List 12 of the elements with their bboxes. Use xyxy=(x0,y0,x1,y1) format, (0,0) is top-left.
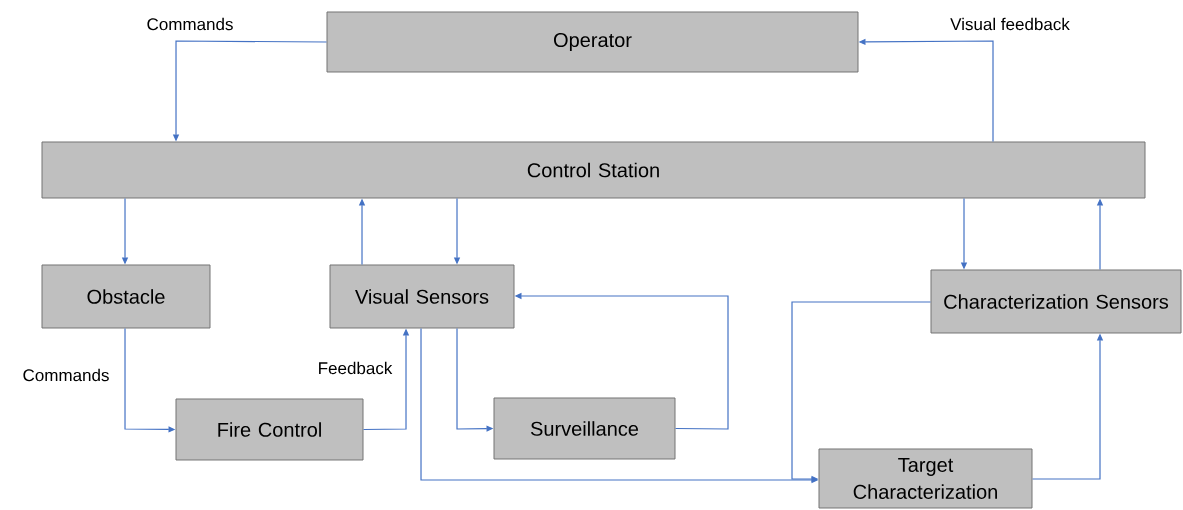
process-box: Fire Control xyxy=(175,398,364,461)
process-box: Operator xyxy=(326,11,859,73)
process-box: Visual Sensors xyxy=(329,264,515,329)
edge-label: Visual feedback xyxy=(949,16,1071,32)
process-box: Surveillance xyxy=(493,397,676,460)
process-box: Obstacle xyxy=(41,264,211,329)
process-box: Target Characterization xyxy=(818,448,1033,509)
edge-label: Feedback xyxy=(316,360,394,376)
process-box: Characterization Sensors xyxy=(930,269,1182,334)
process-box: Control Station xyxy=(41,141,1146,199)
edge-label: Commands xyxy=(145,16,235,32)
edge-label: Commands xyxy=(21,367,111,383)
